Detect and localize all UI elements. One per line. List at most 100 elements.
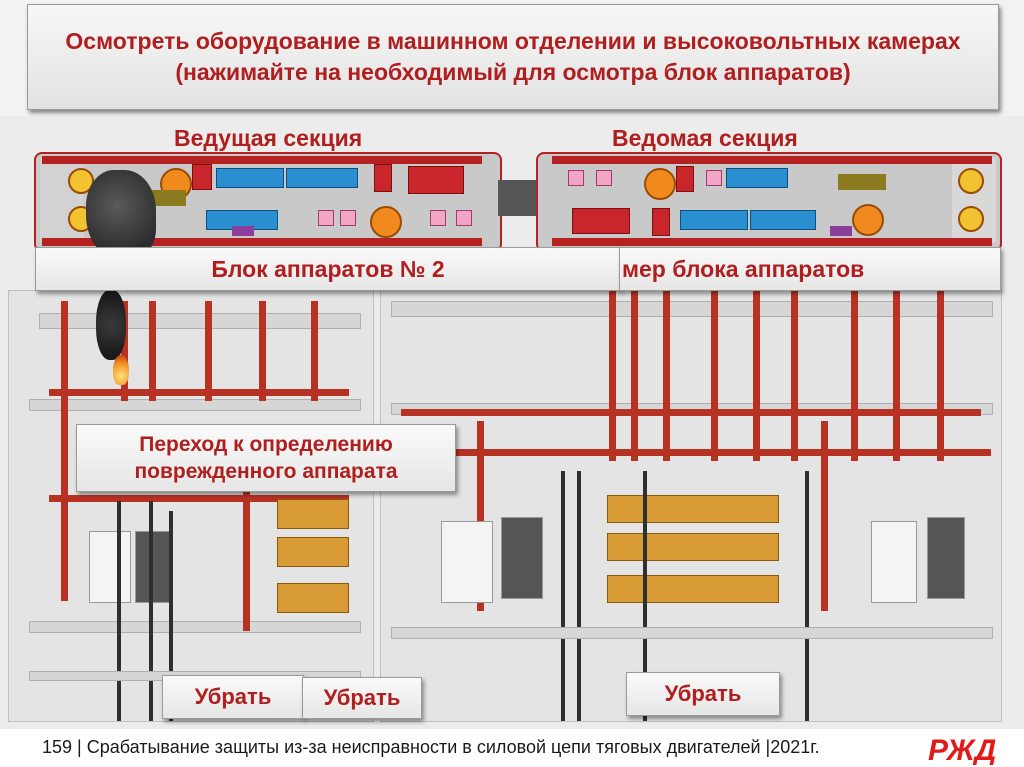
busbar-right-v-1 <box>609 291 616 461</box>
cable-right-1 <box>561 471 565 721</box>
busbar-right-v-3 <box>663 291 670 461</box>
apparatus-block-right-drawing <box>380 290 1002 722</box>
select-block-number-button[interactable]: мер блока аппаратов <box>619 247 1001 291</box>
resistor-plate-3 <box>277 583 349 613</box>
busbar-right-v-7 <box>851 291 858 461</box>
lead-section-label: Ведущая секция <box>174 125 363 151</box>
remove-button-3[interactable]: Убрать <box>626 672 780 716</box>
top-frame-rail-right <box>391 301 993 317</box>
cable-3 <box>169 511 173 721</box>
trail-pink-1 <box>568 170 584 186</box>
trail-blue-block-1 <box>726 168 788 188</box>
mid-frame-rail <box>29 399 361 411</box>
trail-bottom-rail <box>552 238 992 246</box>
smoke-column <box>96 290 126 360</box>
cable-right-2 <box>577 471 581 721</box>
section-coupler <box>498 180 538 216</box>
lead-top-rail <box>42 156 482 164</box>
busbar-horizontal-2 <box>49 495 349 502</box>
goto-fault-detection-label: Переход к определению поврежденного аппа… <box>134 433 398 483</box>
lower-frame-rail-right <box>391 627 993 639</box>
trail-pink-3 <box>706 170 722 186</box>
trail-pink-2 <box>596 170 612 186</box>
busbar-right-v-5 <box>753 291 760 461</box>
busbar-right-v-2 <box>631 291 638 461</box>
trail-red-unit-3 <box>652 208 670 236</box>
contactor-right-3 <box>871 521 917 603</box>
busbar-v-5 <box>259 301 266 401</box>
title-box: Осмотреть оборудование в машинном отделе… <box>27 4 999 110</box>
contactor-1 <box>89 531 131 603</box>
block-2-button-label: Блок аппаратов № 2 <box>211 255 445 282</box>
lead-red-unit-2 <box>374 164 392 192</box>
trail-red-unit-2 <box>572 208 630 234</box>
block-2-button[interactable]: Блок аппаратов № 2 <box>35 247 621 291</box>
busbar-v-3 <box>149 301 156 401</box>
contactor-2 <box>135 531 173 603</box>
goto-fault-detection-button[interactable]: Переход к определению поврежденного аппа… <box>76 424 456 492</box>
smoke-cloud <box>86 170 156 260</box>
lead-fan-2 <box>370 206 402 238</box>
lead-pink-2 <box>340 210 356 226</box>
page-title: Осмотреть оборудование в машинном отделе… <box>65 28 961 85</box>
trail-purple-unit <box>830 226 852 236</box>
trail-olive-unit <box>838 174 886 190</box>
lead-blue-block-1 <box>216 168 284 188</box>
trail-blue-block-3 <box>750 210 816 230</box>
busbar-right-v-6 <box>791 291 798 461</box>
contactor-right-2 <box>501 517 543 599</box>
lead-pink-4 <box>456 210 472 226</box>
busbar-horizontal-right-2 <box>451 449 991 456</box>
fire-flame-icon <box>113 355 129 385</box>
busbar-right-v-10 <box>477 421 484 611</box>
lead-pink-3 <box>430 210 446 226</box>
lead-purple-unit <box>232 226 254 236</box>
footer-caption: 159 | Срабатывание защиты из-за неисправ… <box>42 737 820 757</box>
remove-button-1-label: Убрать <box>194 684 272 709</box>
resistor-plate-right-1 <box>607 495 779 523</box>
remove-button-3-label: Убрать <box>664 681 742 706</box>
busbar-right-v-8 <box>893 291 900 461</box>
lead-red-unit-3 <box>408 166 464 194</box>
trail-section-plan[interactable] <box>536 152 1002 252</box>
busbar-v-1 <box>61 301 68 601</box>
footer-bar <box>0 729 1024 767</box>
select-block-number-label: мер блока аппаратов <box>622 255 865 282</box>
busbar-v-2 <box>121 301 128 401</box>
resistor-plate-2 <box>277 537 349 567</box>
lead-bottom-rail <box>42 238 482 246</box>
apparatus-block-left-drawing <box>8 290 374 722</box>
resistor-plate-right-2 <box>607 533 779 561</box>
remove-button-1[interactable]: Убрать <box>162 675 304 719</box>
rzd-logo-text: РЖД <box>928 734 996 765</box>
resistor-plate-1 <box>277 499 349 529</box>
trail-section-label: Ведомая секция <box>612 125 798 151</box>
cable-1 <box>117 501 121 721</box>
trail-cab-light-1 <box>958 168 984 194</box>
busbar-v-6 <box>311 301 318 401</box>
busbar-v-7 <box>243 491 250 631</box>
busbar-right-v-11 <box>821 421 828 611</box>
cable-2 <box>149 501 153 721</box>
trail-fan-1 <box>644 168 676 200</box>
cable-right-4 <box>805 471 809 721</box>
lead-pink-1 <box>318 210 334 226</box>
busbar-v-4 <box>205 301 212 401</box>
resistor-plate-right-3 <box>607 575 779 603</box>
busbar-right-v-9 <box>937 291 944 461</box>
busbar-horizontal-1 <box>49 389 349 396</box>
contactor-right-1 <box>441 521 493 603</box>
trail-cab-light-2 <box>958 206 984 232</box>
rzd-logo-icon: РЖД <box>928 734 996 765</box>
cable-right-3 <box>643 471 647 721</box>
remove-button-2[interactable]: Убрать <box>302 677 422 719</box>
busbar-horizontal-right-1 <box>401 409 981 416</box>
trail-red-unit-1 <box>676 166 694 192</box>
trail-blue-block-2 <box>680 210 748 230</box>
lower-frame-rail <box>29 621 361 633</box>
trail-fan-2 <box>852 204 884 236</box>
trail-top-rail <box>552 156 992 164</box>
busbar-right-v-4 <box>711 291 718 461</box>
contactor-right-4 <box>927 517 965 599</box>
lead-blue-block-2 <box>286 168 358 188</box>
